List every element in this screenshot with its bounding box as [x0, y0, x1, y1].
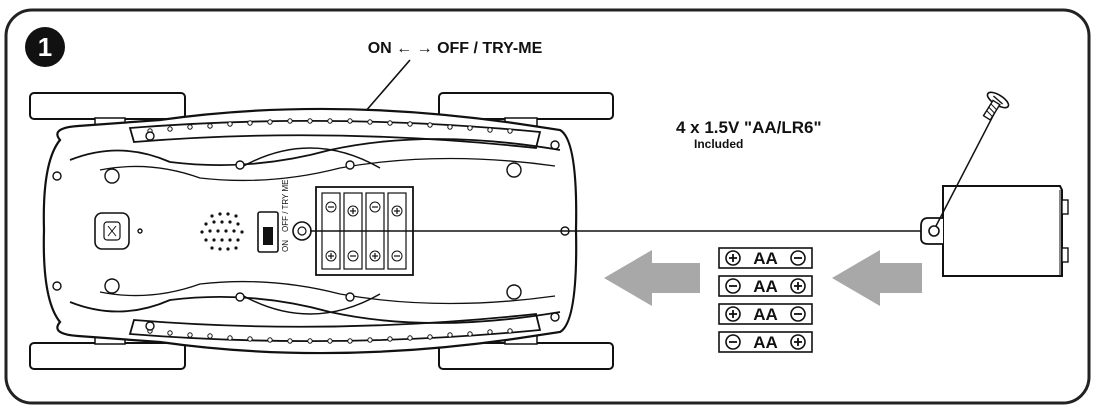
- tread-bottom: [128, 313, 542, 343]
- power-switch[interactable]: ON OFF / TRY ME: [257, 180, 290, 253]
- battery-lid: [920, 185, 1069, 277]
- battery-cell-label: AA: [753, 333, 778, 352]
- headlight: [94, 212, 130, 250]
- battery-included-note: Included: [694, 137, 743, 151]
- insert-arrow-left: [604, 250, 700, 306]
- minus-terminal-icon: [725, 278, 741, 294]
- plus-terminal-icon: [790, 278, 806, 294]
- switch-off-label: OFF / TRY ME: [281, 180, 290, 232]
- step-number: 1: [38, 32, 52, 62]
- screw-leader: [935, 111, 996, 227]
- minus-terminal-icon: [790, 306, 806, 322]
- plus-terminal-icon: [725, 250, 741, 266]
- battery-cell-body: [718, 247, 813, 269]
- switch-callout-label: ON ← → OFF / TRY-ME: [368, 40, 543, 57]
- switch-on-label: ON: [281, 240, 290, 252]
- battery-cell-label: AA: [753, 305, 778, 324]
- wheel-top-right: [438, 92, 614, 120]
- battery-cell: AA: [718, 303, 813, 325]
- battery-cell-body: [718, 331, 813, 353]
- wheel-bottom-left: [29, 342, 186, 370]
- battery-cell-label: AA: [753, 249, 778, 268]
- tread-top: [128, 119, 542, 149]
- battery-cell: AA: [718, 247, 813, 269]
- speaker-grille: [200, 212, 244, 251]
- minus-terminal-icon: [790, 250, 806, 266]
- battery-spec: 4 x 1.5V "AA/LR6": [676, 118, 822, 137]
- battery-cell-body: [718, 275, 813, 297]
- battery-cell: AA: [718, 331, 813, 353]
- plus-terminal-icon: [725, 306, 741, 322]
- toy-vehicle: ON OFF / TRY ME: [29, 92, 614, 370]
- plus-terminal-icon: [790, 334, 806, 350]
- wheel-top-left: [29, 92, 186, 120]
- battery-cell-label: AA: [753, 277, 778, 296]
- battery-cell-body: [718, 303, 813, 325]
- screw-icon: [982, 91, 1010, 121]
- insert-arrow-right: [832, 250, 922, 306]
- battery-cells: AA AA AA AA: [718, 247, 813, 353]
- step-badge: 1: [25, 27, 65, 67]
- battery-cell: AA: [718, 275, 813, 297]
- wheel-bottom-right: [438, 342, 614, 370]
- minus-terminal-icon: [725, 334, 741, 350]
